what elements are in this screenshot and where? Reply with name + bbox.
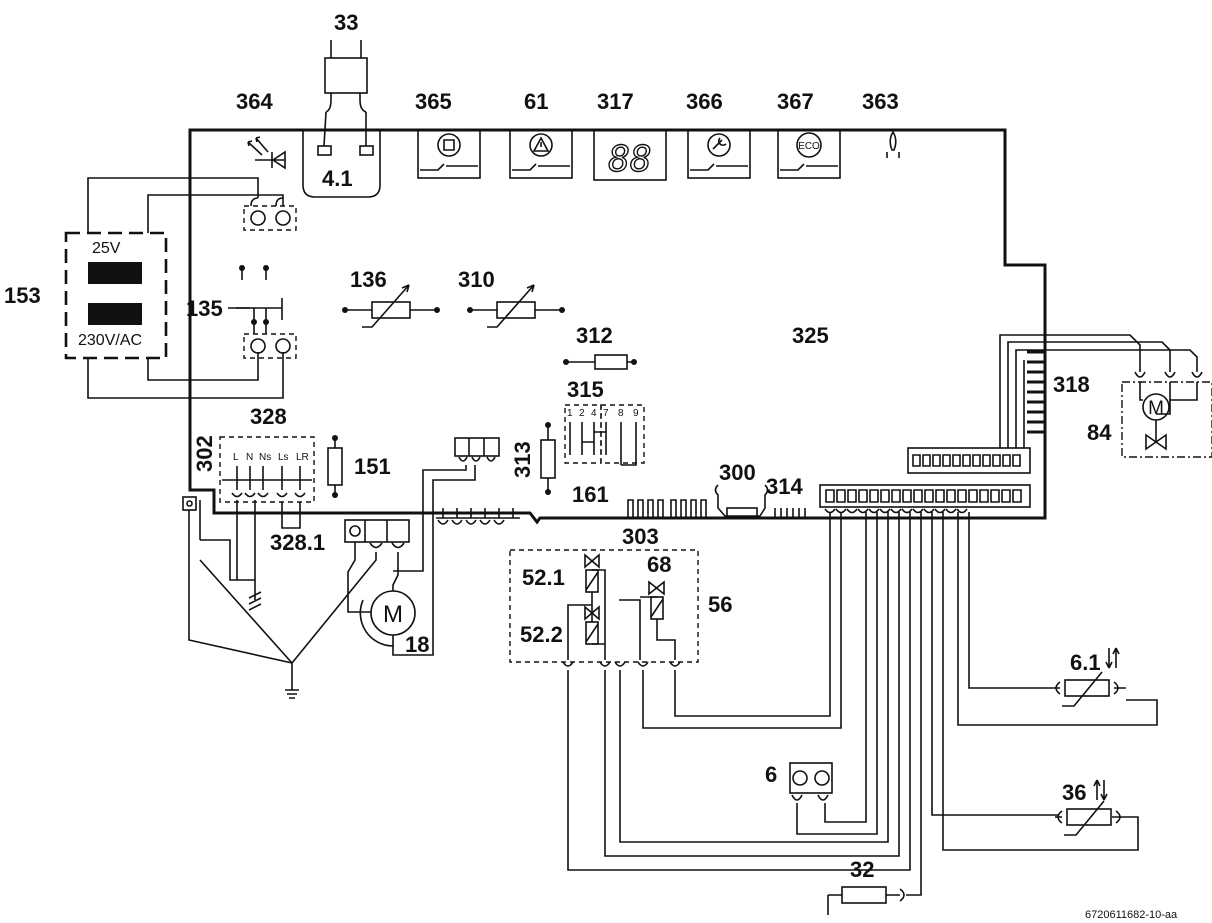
label-300: 300 <box>719 460 756 485</box>
label-161: 161 <box>572 482 609 507</box>
label-84: 84 <box>1087 420 1112 445</box>
label-135: 135 <box>186 296 223 321</box>
svg-text:88: 88 <box>608 139 651 180</box>
document-number: 6720611682-10-aa <box>1085 909 1178 921</box>
label-312: 312 <box>576 323 613 348</box>
label-136: 136 <box>350 267 387 292</box>
svg-text:8: 8 <box>618 408 624 419</box>
label-364: 364 <box>236 89 273 114</box>
terminal-strip-main <box>819 484 1031 514</box>
fuse-151 <box>327 435 343 498</box>
main-switch-135[interactable] <box>236 265 283 334</box>
label-314: 314 <box>766 474 803 499</box>
label-18: 18 <box>405 632 429 657</box>
terminal-row-bottom <box>436 508 520 525</box>
connector-314 <box>774 508 806 518</box>
svg-text:1: 1 <box>567 408 573 419</box>
led-364 <box>247 136 286 170</box>
label-52-1: 52.1 <box>522 565 565 590</box>
coding-plug-315: 1 2 4 7 8 9 <box>564 404 645 466</box>
label-153: 153 <box>4 283 41 308</box>
label-313: 313 <box>510 441 535 478</box>
label-52-2: 52.2 <box>520 622 563 647</box>
label-6: 6 <box>765 762 777 787</box>
sensor-32 <box>827 886 905 915</box>
svg-text:25V: 25V <box>92 240 121 257</box>
svg-text:7: 7 <box>603 408 609 419</box>
label-61: 61 <box>524 89 548 114</box>
chimney-sweep-button-365[interactable] <box>417 129 481 179</box>
svg-text:Ns: Ns <box>259 452 271 463</box>
pump-connector <box>344 519 410 549</box>
fuse-holder-33 <box>324 40 368 113</box>
connector-303 <box>670 499 707 518</box>
service-button-366[interactable] <box>687 129 751 179</box>
label-328-1: 328.1 <box>270 530 325 555</box>
fault-reset-button-61[interactable] <box>509 129 573 179</box>
svg-text:230V/AC: 230V/AC <box>78 332 142 349</box>
svg-text:LR: LR <box>296 452 309 463</box>
svg-text:L: L <box>233 452 239 463</box>
potentiometer-310[interactable] <box>467 284 565 328</box>
label-366: 366 <box>686 89 723 114</box>
label-6-1: 6.1 <box>1070 650 1101 675</box>
ntc-sensor-36 <box>1055 779 1121 836</box>
svg-text:4: 4 <box>591 408 597 419</box>
label-315: 315 <box>567 377 604 402</box>
svg-text:M: M <box>383 601 403 628</box>
pcb-outline <box>188 128 1047 525</box>
diverter-valve-84: M <box>1121 371 1212 458</box>
connector-161 <box>627 499 664 518</box>
label-68: 68 <box>647 552 671 577</box>
jumper-300 <box>714 484 769 519</box>
sensor-6 <box>789 762 833 801</box>
label-32: 32 <box>850 857 874 882</box>
label-56: 56 <box>708 592 732 617</box>
gas-valve-56 <box>509 549 699 667</box>
fan-connector <box>454 437 500 462</box>
bridge-328-1 <box>281 502 301 529</box>
label-363: 363 <box>862 89 899 114</box>
label-310: 310 <box>458 267 495 292</box>
pump-motor-18: M <box>291 465 476 664</box>
potentiometer-136[interactable] <box>342 284 440 328</box>
label-328: 328 <box>250 404 287 429</box>
wiring-harness <box>567 512 1158 896</box>
label-367: 367 <box>777 89 814 114</box>
svg-text:N: N <box>246 452 253 463</box>
ntc-sensor-6-1 <box>1048 647 1126 707</box>
earth-connection <box>182 496 299 699</box>
display-317: 88 <box>593 129 667 181</box>
flame-indicator-363 <box>886 130 900 158</box>
transformer-connector-top <box>243 197 297 231</box>
connector-318 <box>1027 350 1045 434</box>
label-303: 303 <box>622 524 659 549</box>
terminal-strip-328: L N Ns Ls LR <box>219 436 315 503</box>
label-325: 325 <box>792 323 829 348</box>
label-151: 151 <box>354 454 391 479</box>
svg-text:ECO: ECO <box>798 141 820 152</box>
terminal-strip-upper <box>907 334 1198 474</box>
fuse-313 <box>540 422 556 495</box>
label-318: 318 <box>1053 372 1090 397</box>
svg-text:M: M <box>1148 398 1164 419</box>
svg-text:9: 9 <box>633 408 639 419</box>
fuse-312 <box>563 354 637 370</box>
label-317: 317 <box>597 89 634 114</box>
label-302: 302 <box>192 435 217 472</box>
label-33: 33 <box>334 10 358 35</box>
transformer-153: 25V 230V/AC <box>64 177 284 399</box>
label-4-1: 4.1 <box>322 166 353 191</box>
svg-text:2: 2 <box>579 408 585 419</box>
connector-4-1 <box>302 111 381 198</box>
eco-button-367[interactable]: ECO <box>777 129 841 179</box>
label-365: 365 <box>415 89 452 114</box>
transformer-connector-bottom <box>243 333 297 359</box>
label-36: 36 <box>1062 780 1086 805</box>
svg-text:Ls: Ls <box>278 452 289 463</box>
